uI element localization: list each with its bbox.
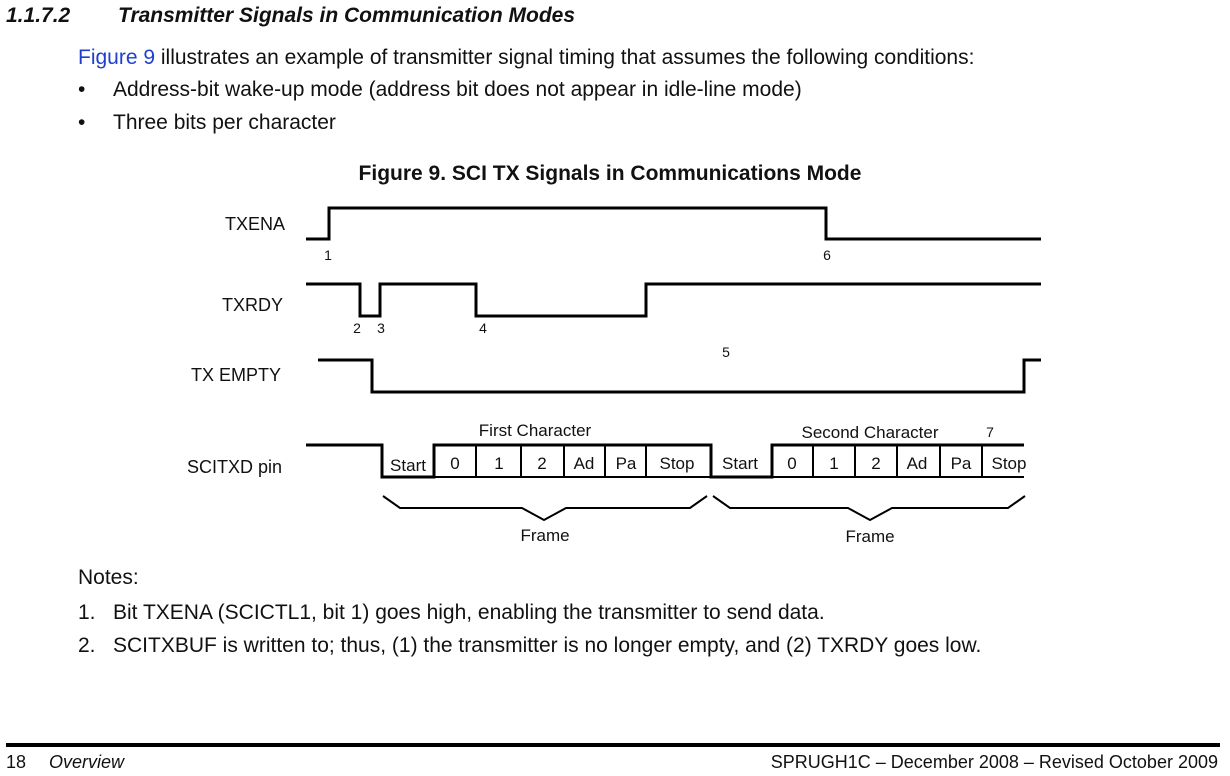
note-item: 1. Bit TXENA (SCICTL1, bit 1) goes high, … <box>78 601 825 625</box>
frame-label-1: Frame <box>520 526 569 545</box>
marker-7: 7 <box>986 424 994 440</box>
label-txempty: TX EMPTY <box>191 365 281 385</box>
char-label-1: First Character <box>479 421 592 440</box>
marker-5: 5 <box>722 344 730 360</box>
bullet-text: Three bits per character <box>113 111 336 134</box>
bit-2: 2 <box>871 454 880 473</box>
note-number: 1. <box>78 601 96 624</box>
frame-1: First Character Start 0 1 2 Ad Pa Stop F… <box>382 421 711 545</box>
bullet-item: • Three bits per character <box>78 111 336 135</box>
bit-start: Start <box>722 454 758 473</box>
figure-title: Figure 9. SCI TX Signals in Communicatio… <box>358 162 862 185</box>
bit-0: 0 <box>787 454 796 473</box>
bit-stop: Stop <box>992 454 1027 473</box>
note-text: Bit TXENA (SCICTL1, bit 1) goes high, en… <box>113 601 825 624</box>
frame-label-2: Frame <box>845 527 894 546</box>
bit-1: 1 <box>829 454 838 473</box>
section-number: 1.1.7.2 <box>6 4 71 27</box>
note-number: 2. <box>78 634 96 657</box>
bit-0: 0 <box>450 454 459 473</box>
bit-pa: Pa <box>616 454 637 473</box>
frame-brace <box>712 495 1026 522</box>
marker-3: 3 <box>377 320 385 336</box>
wave-scitxd-idle <box>306 443 1024 479</box>
wave-txena <box>306 206 1041 241</box>
bit-ad: Ad <box>907 454 928 473</box>
marker-2: 2 <box>353 320 361 336</box>
frame-2: Second Character Start 0 1 2 Ad Pa Stop … <box>712 423 1027 546</box>
bit-pa: Pa <box>951 454 972 473</box>
bit-1: 1 <box>494 454 503 473</box>
bullet-item: • Address-bit wake-up mode (address bit d… <box>78 78 802 102</box>
intro-text: illustrates an example of transmitter si… <box>155 46 975 69</box>
wave-txempty <box>318 358 1041 394</box>
label-txrdy: TXRDY <box>222 295 283 315</box>
bit-stop: Stop <box>660 454 695 473</box>
char-label-2: Second Character <box>801 423 938 442</box>
footer-rule <box>6 743 1220 747</box>
bit-2: 2 <box>537 454 546 473</box>
bullet-marker: • <box>78 111 86 134</box>
label-txena: TXENA <box>225 214 285 234</box>
section-heading: 1.1.7.2 Transmitter Signals in Communicat… <box>6 4 575 28</box>
bit-start: Start <box>390 456 426 475</box>
bullet-text: Address-bit wake-up mode (address bit do… <box>113 78 802 101</box>
marker-6: 6 <box>823 247 831 263</box>
notes-heading: Notes: <box>78 566 139 589</box>
marker-4: 4 <box>479 320 487 336</box>
intro-paragraph: Figure 9 illustrates an example of trans… <box>78 46 974 70</box>
section-title: Transmitter Signals in Communication Mod… <box>118 4 576 27</box>
footer-doc-id: SPRUGH1C – December 2008 – Revised Octob… <box>770 752 1218 772</box>
bit-ad: Ad <box>574 454 595 473</box>
label-scitxd: SCITXD pin <box>187 457 282 477</box>
note-text: SCITXBUF is written to; thus, (1) the tr… <box>113 634 982 657</box>
bullet-marker: • <box>78 78 86 101</box>
note-item: 2. SCITXBUF is written to; thus, (1) the … <box>78 634 981 658</box>
page-number: 18 <box>6 752 27 772</box>
frame-brace <box>382 495 708 522</box>
marker-1: 1 <box>324 247 332 263</box>
figure-9-link[interactable]: Figure 9 <box>78 46 156 69</box>
wave-txrdy <box>306 282 1041 318</box>
footer-left: 18 Overview <box>6 752 124 773</box>
footer-section: Overview <box>49 752 125 772</box>
